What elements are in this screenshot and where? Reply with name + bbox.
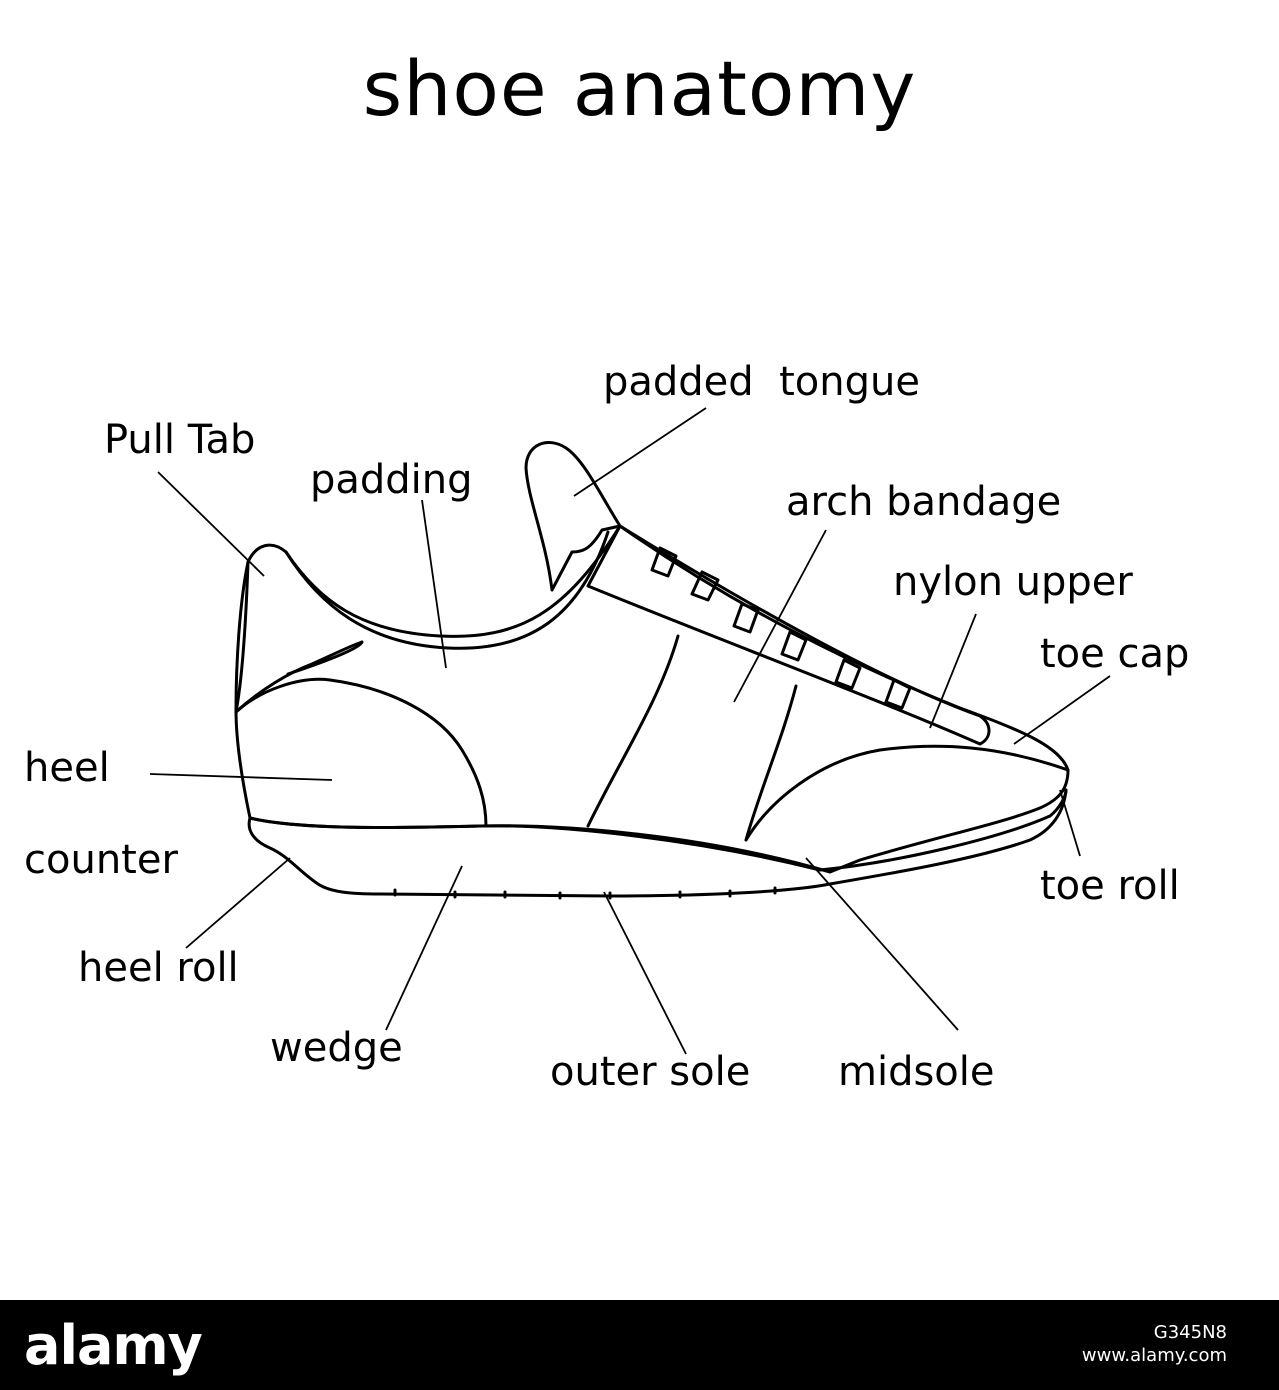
outer-sole-tread <box>393 886 777 900</box>
label-pull-tab: Pull Tab <box>104 417 256 463</box>
arch-bandage-stripe-2 <box>744 684 798 842</box>
outer-sole-shape <box>247 788 1068 898</box>
label-counter: counter <box>24 837 178 883</box>
image-id-block: G345N8 www.alamy.com <box>1082 1322 1227 1367</box>
pull-tab-shape <box>234 560 364 714</box>
label-toe-roll: toe roll <box>1040 863 1180 909</box>
label-toe-cap: toe cap <box>1040 631 1190 677</box>
leader-lines <box>149 407 1111 1055</box>
diagram-title: shoe anatomy <box>362 44 917 133</box>
label-nylon-upper: nylon upper <box>893 559 1133 605</box>
label-padding: padding <box>310 457 473 503</box>
label-wedge: wedge <box>270 1025 403 1071</box>
brand-logo: alamy <box>24 1314 203 1377</box>
arch-bandage-stripe <box>586 634 680 828</box>
collar-padding-line <box>284 530 610 650</box>
label-outer-sole: outer sole <box>550 1049 751 1095</box>
midsole-shape <box>248 788 1068 872</box>
label-midsole: midsole <box>838 1049 995 1095</box>
toe-cap-panel <box>744 744 1070 842</box>
label-heel: heel <box>24 745 110 791</box>
label-heel-roll: heel roll <box>78 945 239 991</box>
watermark-footer: alamy G345N8 www.alamy.com <box>0 1300 1279 1390</box>
site-url: www.alamy.com <box>1081 1344 1227 1366</box>
shoe-anatomy-diagram: shoe anatomy <box>24 44 1190 1095</box>
label-padded-tongue: padded tongue <box>603 359 920 405</box>
eyelets <box>650 546 912 710</box>
lace-panel <box>586 524 991 746</box>
heel-counter-panel <box>234 677 488 828</box>
label-arch-bandage: arch bandage <box>786 479 1062 525</box>
shoe-illustration <box>149 407 1111 1055</box>
image-id: G345N8 <box>1153 1322 1227 1343</box>
upper-panel-line <box>286 640 364 676</box>
